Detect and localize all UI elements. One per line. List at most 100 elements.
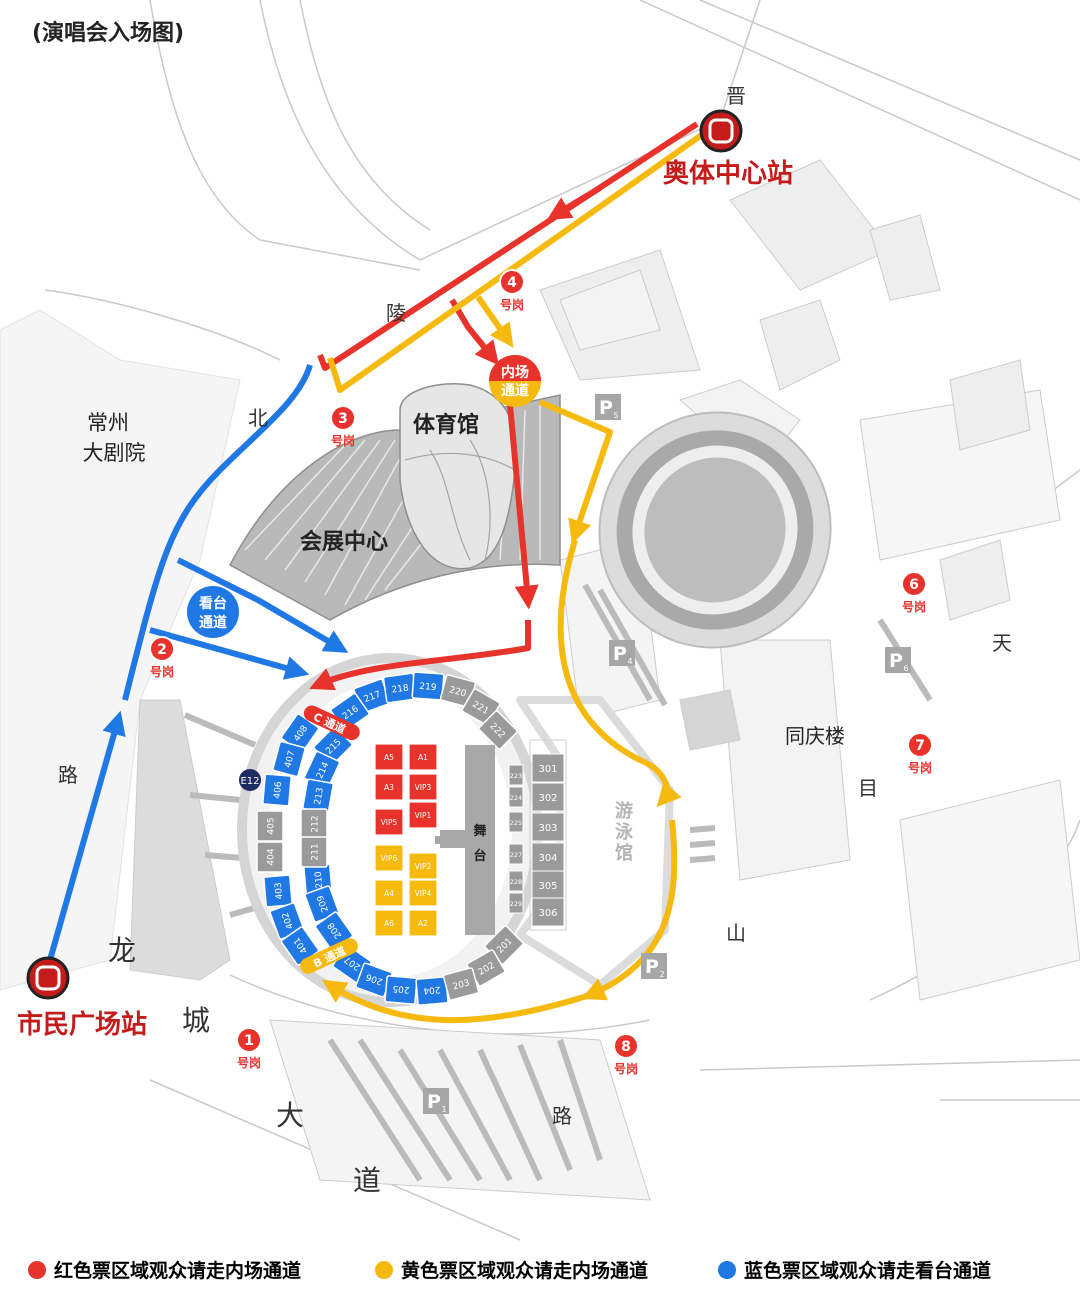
floor-block-label: VIP1 <box>415 811 432 820</box>
seat-section[interactable]: 203 <box>442 967 480 1001</box>
seat-section[interactable]: 208 <box>314 911 354 951</box>
floor-block[interactable]: A2 <box>408 909 438 937</box>
yellow-route <box>321 119 722 1024</box>
seat-section-label: 406 <box>273 781 284 799</box>
gate-number: 1 <box>244 1033 254 1049</box>
floor-block-label: A5 <box>384 753 394 762</box>
floor-block-label: A1 <box>418 753 428 762</box>
parking-letter: P <box>889 650 903 672</box>
seat-section[interactable]: 225 <box>508 811 524 833</box>
theatre-label-line1: 常州 <box>87 411 129 435</box>
seat-section[interactable]: 205 <box>384 975 418 1005</box>
aoti-station: 奥体中心站 <box>663 109 793 189</box>
seat-section[interactable]: 211 <box>300 836 328 868</box>
seat-section[interactable]: 229 <box>508 892 524 914</box>
seat-section-label: 229 <box>510 900 522 908</box>
gymnasium <box>399 383 517 570</box>
floor-block-label: A6 <box>384 919 394 928</box>
blue-route <box>47 364 349 961</box>
seat-section[interactable]: 305 <box>531 870 565 900</box>
seat-section[interactable]: 222 <box>478 710 518 750</box>
road-label-jin: 晋 <box>726 84 746 108</box>
legend-item-yellow: 黄色票区域观众请走内场通道 <box>375 1256 648 1283</box>
seat-section[interactable]: 303 <box>531 812 565 842</box>
gate-marker: 8号岗 <box>613 1033 639 1076</box>
seat-section[interactable]: 406 <box>262 773 292 807</box>
seat-section[interactable]: 204 <box>415 976 449 1006</box>
floor-block[interactable]: VIP3 <box>408 773 438 801</box>
gate-marker: 3号岗 <box>330 405 356 448</box>
seat-section-label: 404 <box>267 848 277 865</box>
field-passage-line1: 内场 <box>501 364 529 381</box>
seat-section[interactable]: 228 <box>508 870 524 892</box>
seat-section[interactable]: 405 <box>256 810 284 842</box>
floor-block[interactable]: A3 <box>374 773 404 801</box>
seat-section[interactable]: 306 <box>531 897 565 927</box>
seat-section-label: 304 <box>538 853 557 864</box>
seat-section[interactable]: 223 <box>508 764 524 786</box>
seat-section-label: 205 <box>392 983 410 994</box>
road-label-tian: 天 <box>992 631 1012 655</box>
seat-section[interactable]: 227 <box>508 843 524 865</box>
seat-section[interactable]: 212 <box>300 808 328 840</box>
legend-yellow-label: 黄色票区域观众请走内场通道 <box>401 1260 649 1282</box>
metro-icon <box>35 965 61 991</box>
seat-section-label: 228 <box>510 878 522 886</box>
gate-marker: 7 号岗 <box>907 732 933 775</box>
legend-item-red: 红色票区域观众请走内场通道 <box>28 1256 301 1283</box>
parking-letter: P <box>599 397 613 419</box>
seat-section[interactable]: 213 <box>302 778 334 814</box>
road-label-ling: 陵 <box>386 301 406 325</box>
floor-block[interactable]: VIP6 <box>374 844 404 872</box>
seat-section-label: 220 <box>448 685 467 699</box>
road-label-da: 大 <box>276 1099 304 1132</box>
seat-section[interactable]: 302 <box>531 782 565 812</box>
aoti-station-label: 奥体中心站 <box>663 158 793 189</box>
seat-section-label: 224 <box>510 794 522 802</box>
floor-block[interactable]: A4 <box>374 879 404 907</box>
seat-section[interactable]: 220 <box>439 674 477 708</box>
seat-section[interactable]: 202 <box>466 949 506 987</box>
gate-marker: 4号岗 <box>499 269 525 312</box>
floor-block[interactable]: A5 <box>374 743 404 771</box>
seat-section[interactable]: 304 <box>531 842 565 872</box>
floor-block[interactable]: VIP4 <box>408 879 438 907</box>
parking-letter: P <box>613 643 627 665</box>
gate-number: 2 <box>157 642 167 658</box>
gate-suffix: 号岗 <box>908 760 932 775</box>
seat-section[interactable]: 404 <box>256 841 284 873</box>
seat-section-label: 302 <box>538 793 557 804</box>
seat-section[interactable]: 219 <box>411 671 445 701</box>
floor-block[interactable]: A1 <box>408 743 438 771</box>
floor-block-label: A3 <box>384 783 394 792</box>
floor-block[interactable]: A6 <box>374 909 404 937</box>
seat-section[interactable]: 403 <box>263 874 293 908</box>
parking-number: 1 <box>441 1105 446 1114</box>
road-label-lu-south: 路 <box>552 1104 572 1128</box>
seat-section-label: 227 <box>510 851 522 859</box>
gate-number: 6 <box>909 577 919 593</box>
seat-section[interactable]: 301 <box>531 753 565 783</box>
landmark-labels: 常州 大剧院 体育馆 会展中心 游 泳 馆 同庆楼 <box>83 411 846 864</box>
red-route <box>309 121 699 691</box>
pool-label-line2: 泳 <box>615 821 634 843</box>
seat-section-label: 225 <box>510 819 522 827</box>
seat-section[interactable]: 407 <box>272 740 306 778</box>
floor-block[interactable]: VIP1 <box>408 801 438 829</box>
floor-block[interactable]: VIP2 <box>408 852 438 880</box>
stand-passage: 看台 通道 <box>187 586 239 638</box>
parking-stripes <box>183 583 933 1182</box>
gate-suffix: 号岗 <box>902 599 926 614</box>
seat-section-label: 407 <box>283 750 297 769</box>
floor-block[interactable]: VIP5 <box>374 808 404 836</box>
stage-label-top: 舞 <box>472 823 486 839</box>
gate-number: 4 <box>507 275 517 291</box>
blue-dot-icon <box>718 1260 736 1279</box>
gate-number: 7 <box>915 738 925 754</box>
seat-section[interactable]: 224 <box>508 786 524 808</box>
seat-section[interactable]: 218 <box>382 672 418 704</box>
